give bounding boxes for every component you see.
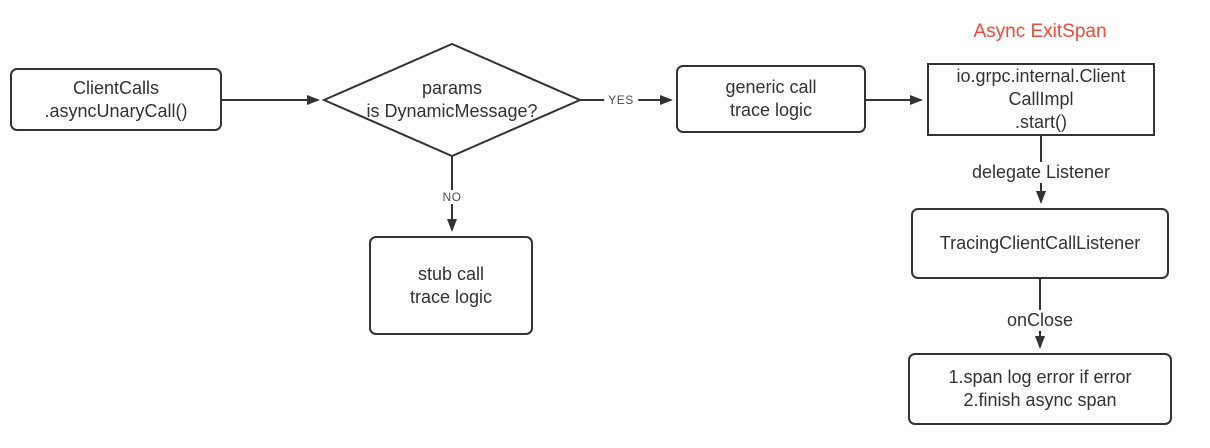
node-tracingclientcalllistener: TracingClientCallListener — [911, 208, 1169, 279]
node-clientcallimpl-start: io.grpc.internal.Client CallImpl .start(… — [927, 63, 1155, 136]
node-stub-call-trace-logic: stub call trace logic — [369, 236, 533, 335]
node-text-line: TracingClientCallListener — [939, 233, 1141, 253]
node-text-line: ClientCalls — [72, 77, 160, 98]
node-generic-call-trace-logic: generic call trace logic — [676, 65, 866, 133]
node-span-log-finish: 1.span log error if error 2.finish async… — [908, 353, 1172, 425]
node-text-line: 1.span log error if error — [948, 367, 1132, 387]
node-text-line: trace logic — [409, 286, 493, 307]
node-text-line: io.grpc.internal.Client — [956, 66, 1126, 86]
yes-edge-label: YES — [604, 93, 638, 107]
node-text-line: 2.finish async span — [963, 390, 1117, 410]
node-text-line: .asyncUnaryCall() — [44, 100, 188, 121]
node-text-line: .start() — [1015, 112, 1067, 132]
no-edge-label: NO — [438, 190, 466, 204]
node-text-line: params — [421, 78, 483, 98]
delegate-listener-edge-label: delegate Listener — [967, 162, 1115, 183]
node-text-line: is DynamicMessage? — [366, 101, 538, 121]
node-clientcalls: ClientCalls .asyncUnaryCall() — [10, 68, 222, 131]
node-text-line: stub call — [417, 263, 485, 284]
node-text-line: generic call — [725, 77, 817, 97]
node-text-line: CallImpl — [1008, 89, 1074, 109]
async-exitspan-annotation: Async ExitSpan — [973, 21, 1107, 42]
onclose-edge-label: onClose — [1002, 310, 1078, 331]
node-text-line: trace logic — [729, 100, 813, 120]
node-decision-text: params is DynamicMessage? — [330, 77, 574, 123]
